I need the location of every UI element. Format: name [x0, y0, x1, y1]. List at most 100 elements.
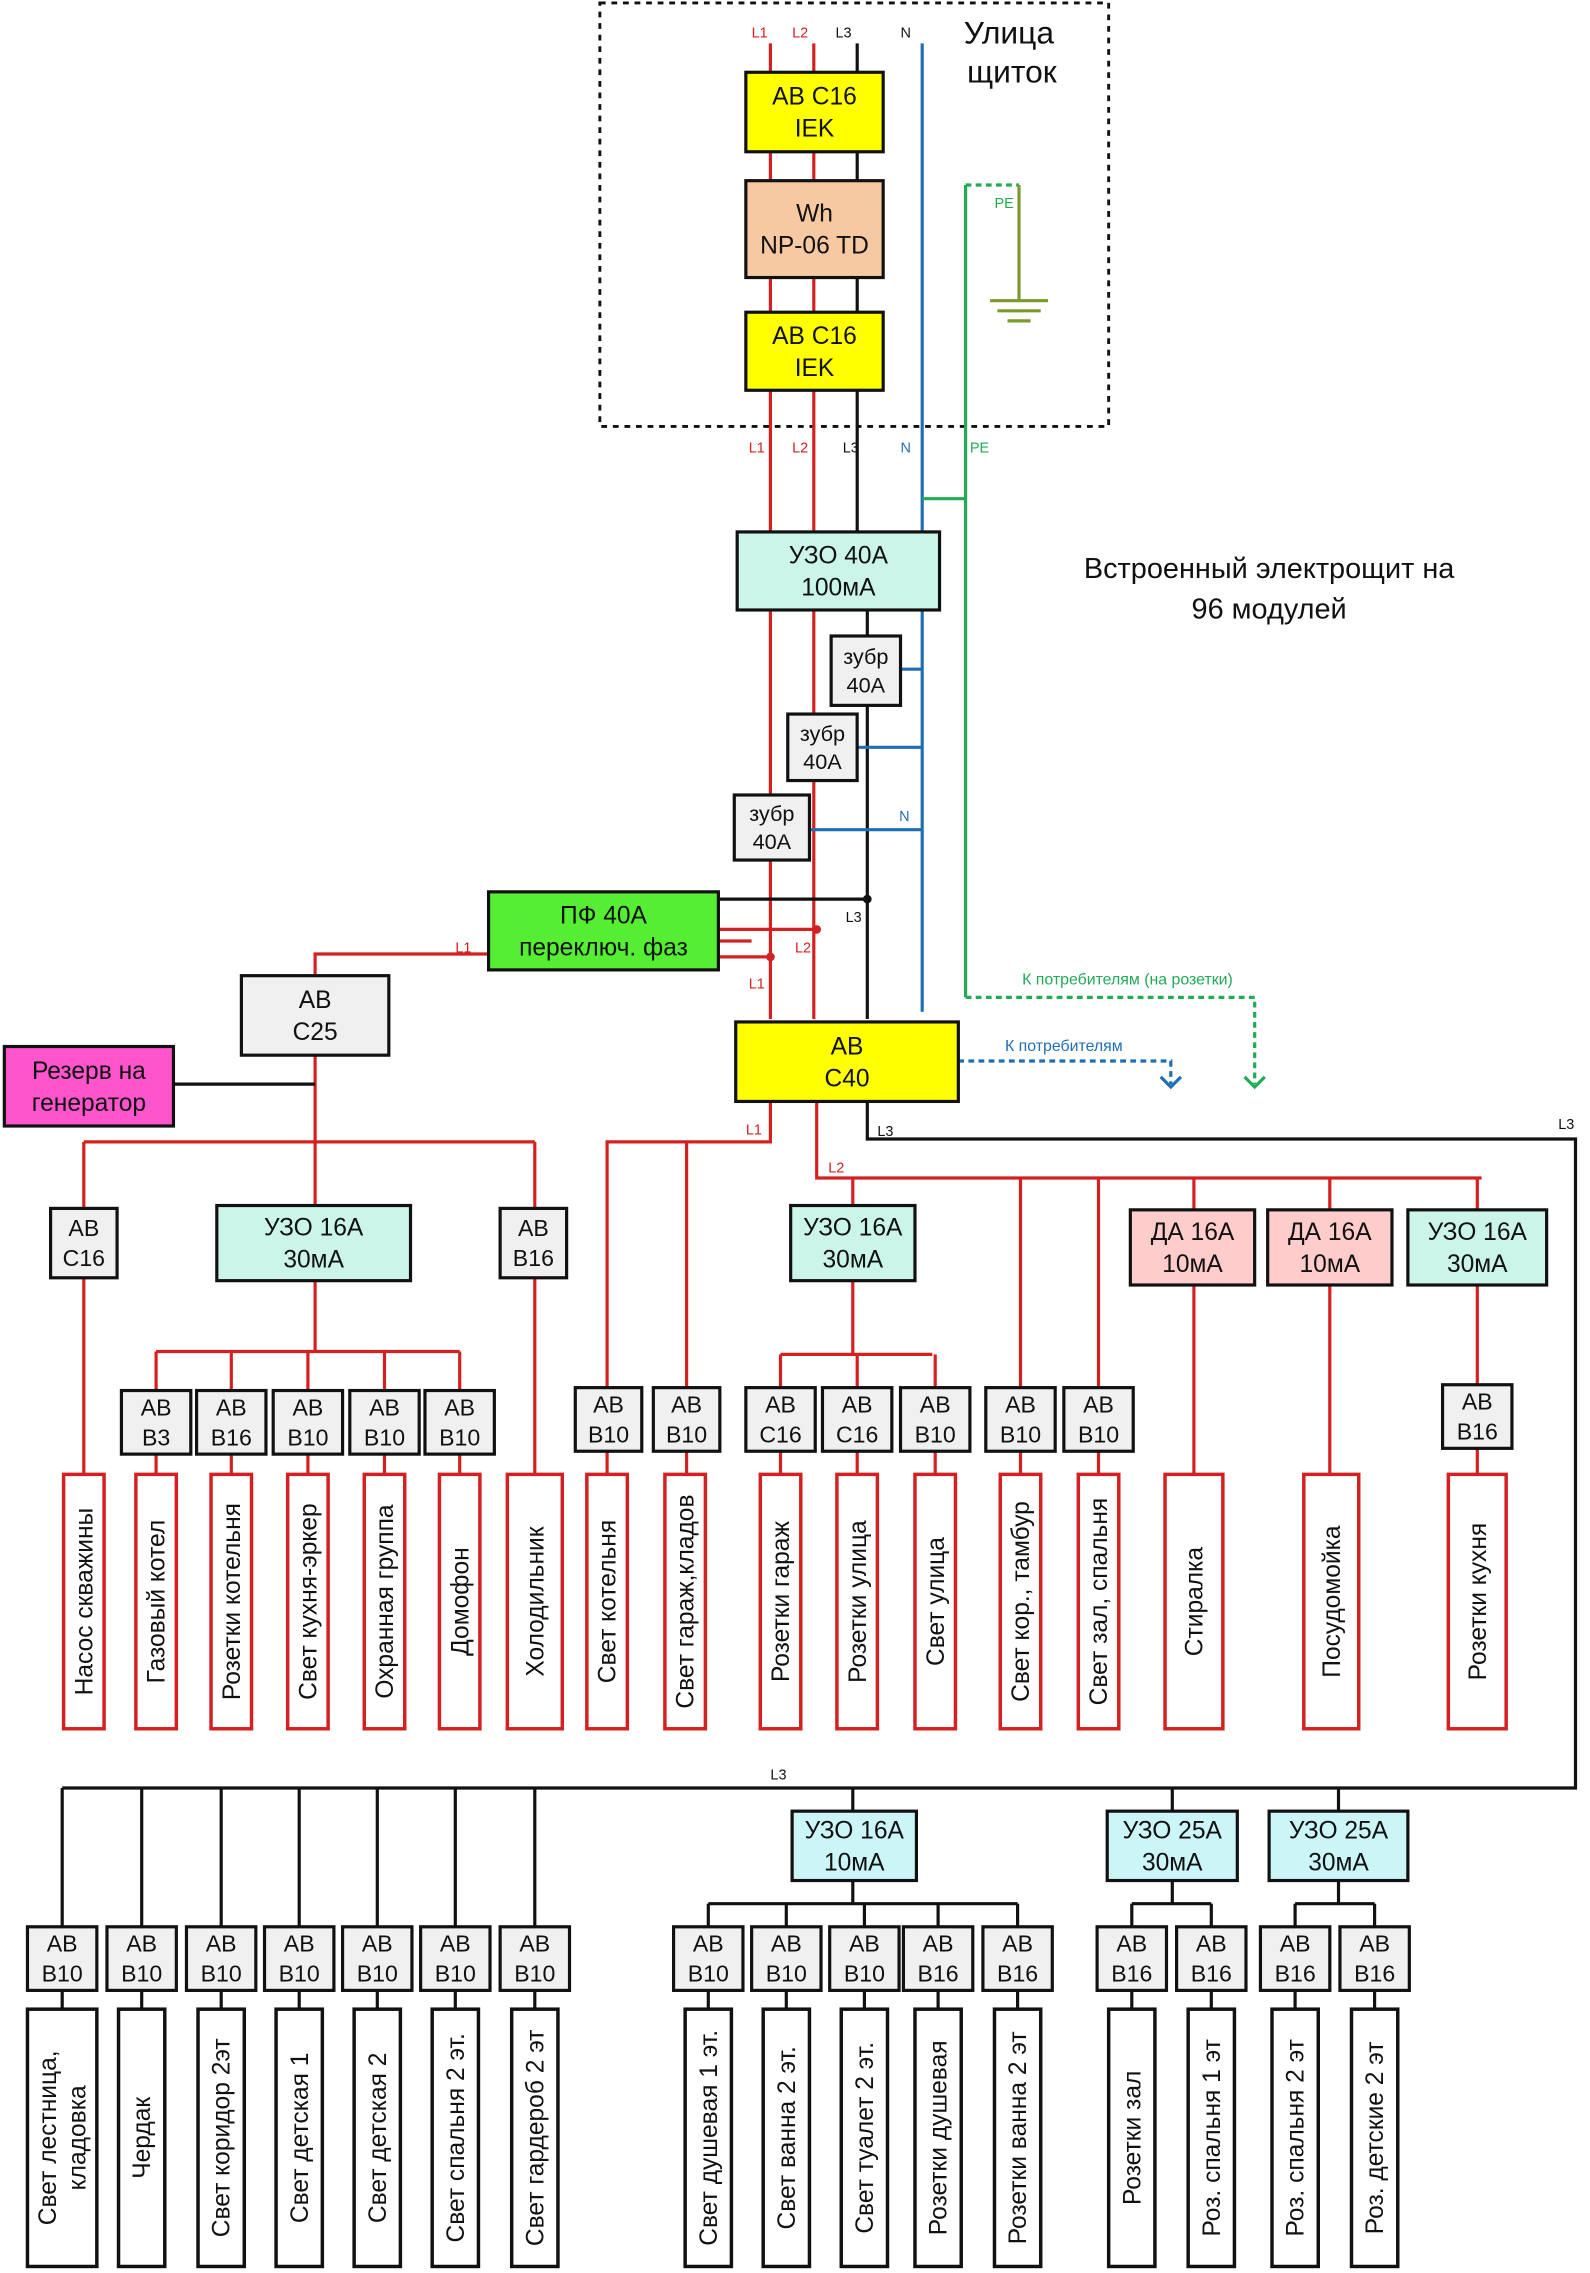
load-group1-1: Насос скважины — [61, 1472, 106, 1731]
l2-label-pf: L2 — [795, 941, 811, 957]
breaker-rcd-g2-1-text: АВ — [765, 1391, 796, 1417]
breaker-group1-1-frame — [119, 1388, 193, 1456]
generator-reserve-text: генератор — [32, 1090, 146, 1117]
rcd-16a-bath-frame — [790, 1809, 919, 1883]
breaker-rcd25-1-frame — [1095, 1925, 1169, 1992]
breaker-group1-2-text: АВ — [216, 1394, 247, 1420]
breaker-l3-5-text: В10 — [357, 1961, 398, 1987]
rcd-25a-1-text: 30мА — [1142, 1849, 1203, 1876]
load-bath-3-text: Свет туалет 2 эт. — [852, 2042, 879, 2234]
breaker-b10-g2-1-frame — [573, 1386, 644, 1453]
l1-label-c25: L1 — [455, 941, 471, 957]
main-panel-caption-2: 96 модулей — [1192, 594, 1347, 626]
load-g2-rcd-3: Свет улица — [913, 1472, 958, 1731]
breaker-b10-g2-2-text: АВ — [671, 1391, 702, 1417]
load-l2-1-text: Свет кор., тамбур — [1008, 1501, 1035, 1702]
to-consumers-label: К потребителям — [1005, 1038, 1123, 1055]
load-bath-5-frame — [992, 2007, 1043, 2269]
breaker-bath-1-text: АВ — [693, 1931, 724, 1957]
breaker-b10-g2-2-text: В10 — [666, 1422, 707, 1448]
breaker-l3-3-text: АВ — [206, 1931, 237, 1957]
n-label: N — [901, 440, 911, 456]
load-group1-4-text: Свет кухня-эркер — [295, 1503, 322, 1700]
breaker-bath-3-frame — [828, 1925, 901, 1992]
breaker-bath-4-text: В16 — [918, 1961, 959, 1987]
load-l2-1: Свет кор., тамбур — [998, 1472, 1043, 1731]
breaker-group1-2-frame — [194, 1388, 268, 1456]
load-l3-4-frame — [274, 2007, 325, 2269]
rcd-16a-kitchen-frame — [1406, 1208, 1549, 1287]
load-light-garage-frame — [663, 1472, 708, 1731]
l1-label: L1 — [749, 440, 765, 456]
breaker-l3-2-frame — [105, 1925, 178, 1992]
l3-label-g2: L3 — [877, 1124, 893, 1140]
breaker-rcd25-3-frame — [1258, 1925, 1332, 1992]
breaker-b10-g2-2-frame — [651, 1386, 722, 1453]
breaker-l3-6-frame — [419, 1925, 492, 1992]
breaker-bath-2-text: АВ — [771, 1931, 802, 1957]
load-rcd25-4-frame — [1349, 2007, 1400, 2269]
breaker-c16-bottom-frame — [744, 310, 885, 392]
load-g2-rcd-1-frame — [758, 1472, 803, 1731]
generator-reserve-text: Резерв на — [32, 1058, 146, 1085]
load-stairs-light-frame — [25, 2007, 99, 2269]
l1-label-top: L1 — [752, 26, 768, 42]
load-stairs-light-text: Свет лестница, — [35, 2050, 62, 2225]
breaker-l3-4-text: АВ — [284, 1931, 315, 1957]
load-rcd25-2-text: Роз. спальня 1 эт — [1199, 2039, 1226, 2236]
load-rcd25-3: Роз. спальня 2 эт — [1270, 2007, 1320, 2269]
breaker-c16-top-text: IEK — [795, 116, 835, 143]
breaker-bath-2-frame — [750, 1925, 823, 1992]
load-washer-frame — [1163, 1472, 1225, 1731]
breaker-l3-4-text: В10 — [279, 1961, 320, 1987]
load-l3-2-frame — [116, 2007, 167, 2269]
load-light-boiler-room-frame — [585, 1472, 630, 1731]
street-panel-frame — [598, 1, 1111, 428]
pe-label-top: PE — [994, 196, 1014, 212]
breaker-group1-4-text: В10 — [364, 1424, 405, 1450]
phase-switch-pf40-text: ПФ 40А — [560, 903, 647, 930]
breaker-rcd25-4-text: В16 — [1354, 1961, 1395, 1987]
load-group1-7-text: Холодильник — [522, 1526, 549, 1676]
breaker-bath-4-frame — [901, 1925, 975, 1992]
breaker-b16-fridge-text: В16 — [513, 1245, 554, 1271]
electric-meter-frame — [744, 179, 885, 280]
load-l3-6: Свет спальня 2 эт. — [430, 2007, 481, 2269]
breaker-l3-6-text: АВ — [440, 1931, 471, 1957]
rcd-16a-group2-text: УЗО 16А — [803, 1215, 903, 1242]
breaker-rcd25-2-text: В16 — [1191, 1961, 1232, 1987]
breaker-bath-5-text: В16 — [997, 1961, 1038, 1987]
load-group1-2-text: Газовый котел — [144, 1520, 171, 1684]
street-panel-title-1: Улица — [964, 14, 1055, 50]
voltage-relay-2-text: зубр — [800, 721, 845, 746]
rcd-16a-kitchen-text: 30мА — [1447, 1251, 1508, 1278]
breaker-b10-g2-1-text: В10 — [588, 1422, 629, 1448]
breaker-rcd-g2-3-frame — [898, 1386, 972, 1453]
rcd-main-text: 100мА — [801, 575, 876, 602]
load-l2-1-frame — [998, 1472, 1043, 1731]
load-group1-3-text: Розетки котельня — [219, 1503, 246, 1700]
load-l3-3: Свет коридор 2эт — [196, 2007, 247, 2269]
electric-meter-text: NP-06 TD — [760, 233, 869, 260]
breaker-rcd-g2-2-text: АВ — [842, 1391, 873, 1417]
rcd-25a-1-frame — [1105, 1809, 1239, 1883]
breaker-l3-2-text: АВ — [126, 1931, 157, 1957]
rcd-16a-group1-text: УЗО 16А — [264, 1215, 364, 1242]
load-rcd25-1-text: Розетки зал — [1119, 2071, 1146, 2205]
